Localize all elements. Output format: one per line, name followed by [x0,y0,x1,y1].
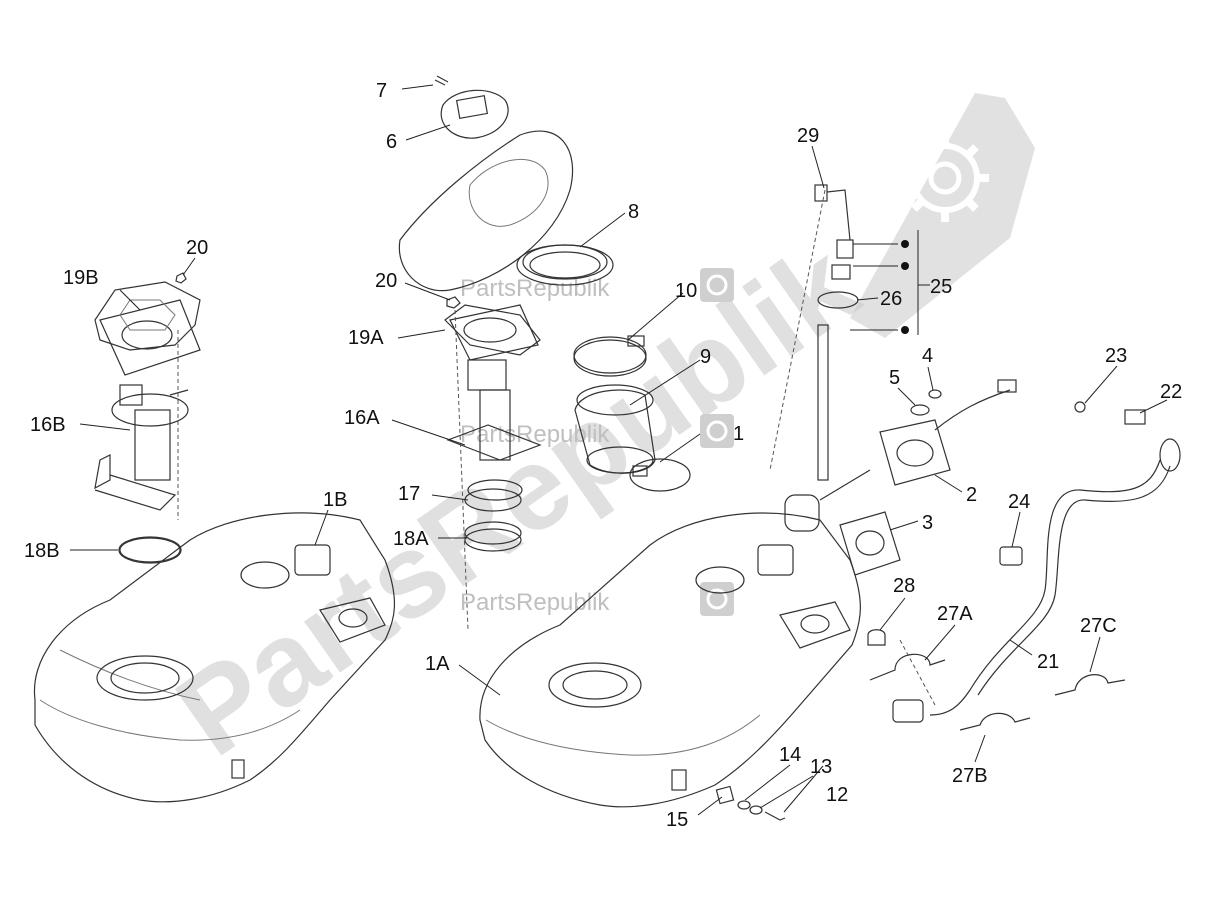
callout-27B: 27B [952,765,988,787]
callout-24: 24 [1008,491,1030,513]
callout-18B: 18B [24,540,60,562]
filler-cover [398,130,574,292]
fuel-tank-right [479,512,861,808]
callout-17: 17 [398,483,420,505]
callout-6: 6 [386,131,397,153]
callout-16A: 16A [344,407,380,429]
watermark-small-1: PartsRepublik [460,268,734,302]
ring-nut [516,244,614,286]
vent-pipe [769,184,859,481]
callout-3: 3 [922,512,933,534]
callout-29: 29 [797,125,819,147]
callout-8: 8 [628,201,639,223]
watermark-small-text-3: PartsRepublik [460,589,610,616]
callout-9: 9 [700,346,711,368]
callout-23: 23 [1105,345,1127,367]
fuel-hose-assembly [867,401,1181,731]
watermark-small-text-2: PartsRepublik [460,421,610,448]
callout-27C: 27C [1080,615,1117,637]
callout-28: 28 [893,575,915,597]
watermark-gear-icon [700,414,734,448]
callout-26: 26 [880,288,902,310]
callout-18A: 18A [393,528,429,550]
level-sensor [784,379,1017,576]
callout-16B: 16B [30,414,66,436]
callout-12: 12 [826,784,848,806]
callout-14: 14 [779,744,801,766]
callout-1A: 1A [425,653,450,675]
callout-27A: 27A [937,603,973,625]
fuel-pump-center [446,304,542,545]
watermark-small-2: PartsRepublik [460,414,734,448]
filler-hose-assembly [573,335,691,492]
watermark-gear-icon [700,268,734,302]
callout-20-left: 20 [186,237,208,259]
callout-labels: 7 6 8 20 20 19B 19A 10 9 16B 16A 1 17 18… [24,80,1182,831]
watermark-gear-icon [700,582,734,616]
callout-5: 5 [889,367,900,389]
callout-19B: 19B [63,267,99,289]
callout-15: 15 [666,809,688,831]
fasteners [715,785,786,821]
leader-lines [70,84,1168,816]
callout-10: 10 [675,280,697,302]
callout-20-center: 20 [375,270,397,292]
callout-4: 4 [922,345,933,367]
callout-22: 22 [1160,381,1182,403]
callout-25: 25 [930,276,952,298]
fuel-pump-left [94,299,201,563]
callout-7: 7 [376,80,387,102]
callout-2: 2 [966,484,977,506]
callout-21: 21 [1037,651,1059,673]
watermark-small-text-1: PartsRepublik [460,275,610,302]
fuel-tank-left [33,512,395,803]
callout-13: 13 [810,756,832,778]
callout-1B: 1B [323,489,347,511]
watermark-gear-icon [850,93,1035,338]
watermark-small-3: PartsRepublik [460,582,734,616]
watermark-large-text: PartsRepublik [154,218,880,781]
vent-kit-bracket [901,230,919,335]
callout-19A: 19A [348,327,384,349]
callout-1: 1 [733,423,744,445]
fuel-cap [434,75,509,139]
